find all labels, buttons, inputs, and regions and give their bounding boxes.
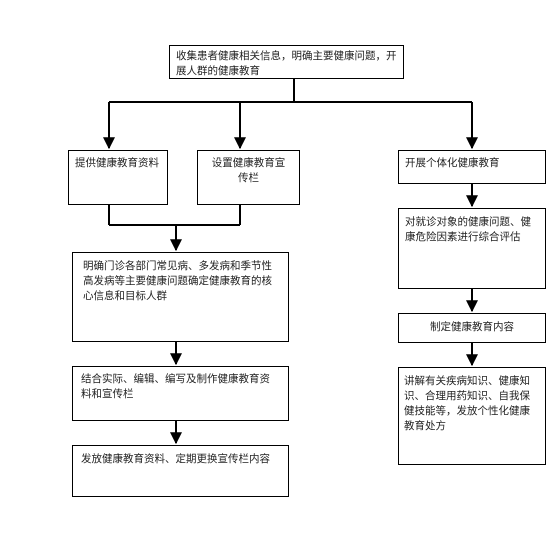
node-personal-education: 开展个体化健康教育: [398, 150, 546, 184]
node-provide-materials: 提供健康教育资料: [68, 150, 168, 205]
node-collect-info: 收集患者健康相关信息，明确主要健康问题，开展人群的健康教育: [169, 45, 404, 79]
node-evaluate: 对就诊对象的健康问题、健康危险因素进行综合评估: [398, 208, 546, 289]
node-core-info: 明确门诊各部门常见病、多发病和季节性高发病等主要健康问题确定健康教育的核心信息和…: [72, 252, 289, 342]
node-explain: 讲解有关疾病知识、健康知识、合理用药知识、自我保健技能等，发放个性化健康教育处方: [398, 367, 546, 465]
node-produce: 结合实际、编辑、编写及制作健康教育资料和宣传栏: [72, 366, 289, 421]
node-content: 制定健康教育内容: [398, 313, 546, 343]
node-distribute: 发放健康教育资料、定期更换宣传栏内容: [72, 445, 289, 497]
node-set-board: 设置健康教育宣传栏: [197, 150, 300, 205]
